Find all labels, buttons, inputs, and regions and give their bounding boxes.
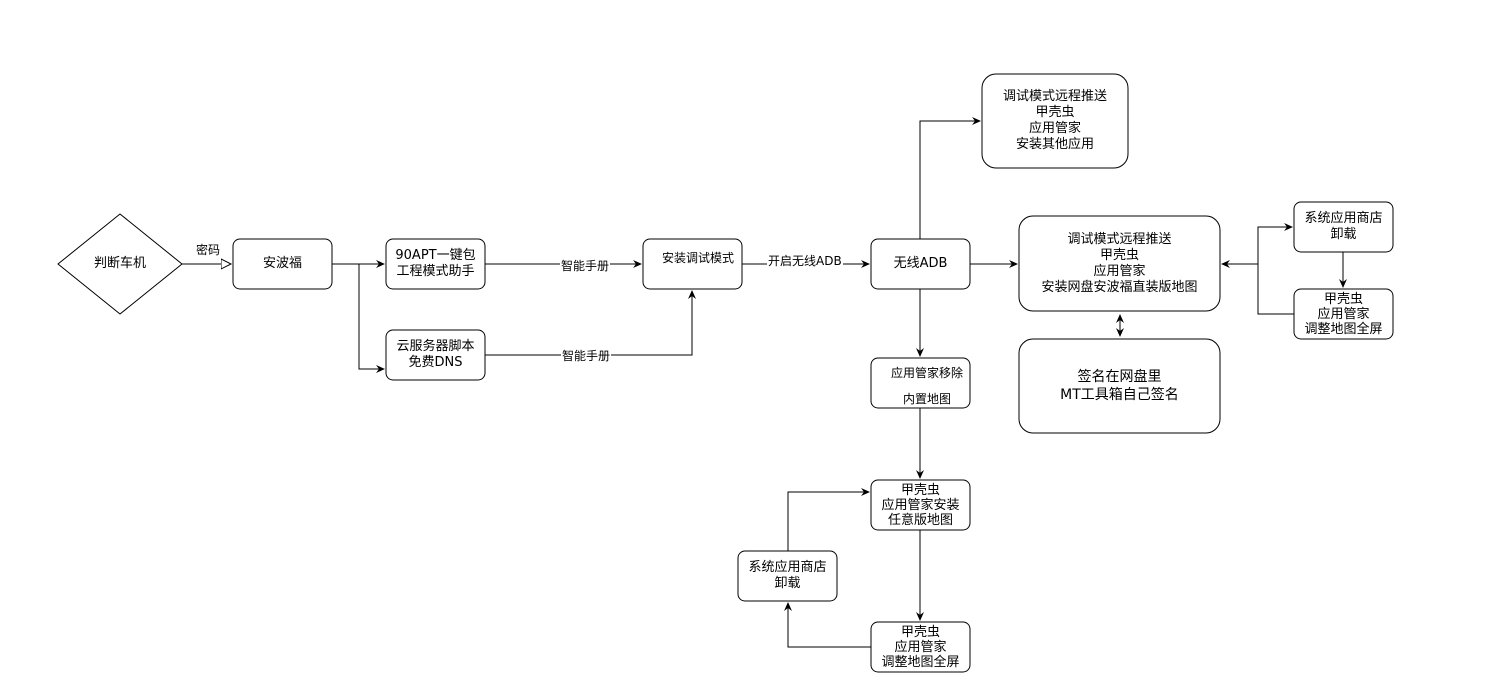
push1-label: 调试模式远程推送 甲壳虫 应用管家 安装其他应用 xyxy=(1002,89,1107,152)
sign-box xyxy=(1018,338,1221,434)
push1-box xyxy=(981,73,1129,169)
remove-label: 应用管家移除 内置地图 xyxy=(890,366,963,406)
push2-box xyxy=(1018,215,1221,312)
judge-diamond xyxy=(57,213,183,315)
fullscreen-right-label: 甲壳虫 应用管家 调整地图全屏 xyxy=(1304,291,1383,337)
push2-label: 调试模式远程推送 甲壳虫 应用管家 安装网盘安波福直装版地图 xyxy=(1041,231,1198,295)
edge-cloud-debug xyxy=(485,290,696,356)
judge-label: 判断车机 xyxy=(93,256,146,271)
open-adb-edge-label: 开启无线ADB xyxy=(767,254,843,268)
password-edge-label: 密码 xyxy=(195,243,222,257)
anbofu-label: 安波福 xyxy=(262,256,302,271)
manual-edge-label-2: 智能手册 xyxy=(561,349,612,363)
adb-label: 无线ADB xyxy=(893,256,948,271)
store-right-label: 系统应用商店 卸载 xyxy=(1304,211,1383,242)
edge-fullscreen-store-left xyxy=(784,602,871,648)
store-left-label: 系统应用商店 卸载 xyxy=(748,560,827,591)
manual-edge-label-1: 智能手册 xyxy=(560,259,611,273)
fullscreen-bottom-label: 甲壳虫 应用管家 调整地图全屏 xyxy=(881,624,960,670)
install-any-label: 甲壳虫 应用管家安装 任意版地图 xyxy=(881,482,960,528)
sign-label: 签名在网盘里 MT工具箱自己签名 xyxy=(1060,369,1179,403)
apt-label: 90APT一键包 工程模式助手 xyxy=(395,248,476,279)
debug-label: 安装调试模式 xyxy=(661,251,734,265)
edge-right-branch-to-store xyxy=(1257,223,1293,264)
cloud-label: 云服务器脚本 免费DNS xyxy=(396,339,475,370)
edge-anbofu-cloud xyxy=(332,263,385,373)
edge-store-left-install xyxy=(787,488,870,551)
edge-right-branch-to-fullscreen xyxy=(1257,264,1294,315)
edge-adb-push1 xyxy=(919,117,981,239)
